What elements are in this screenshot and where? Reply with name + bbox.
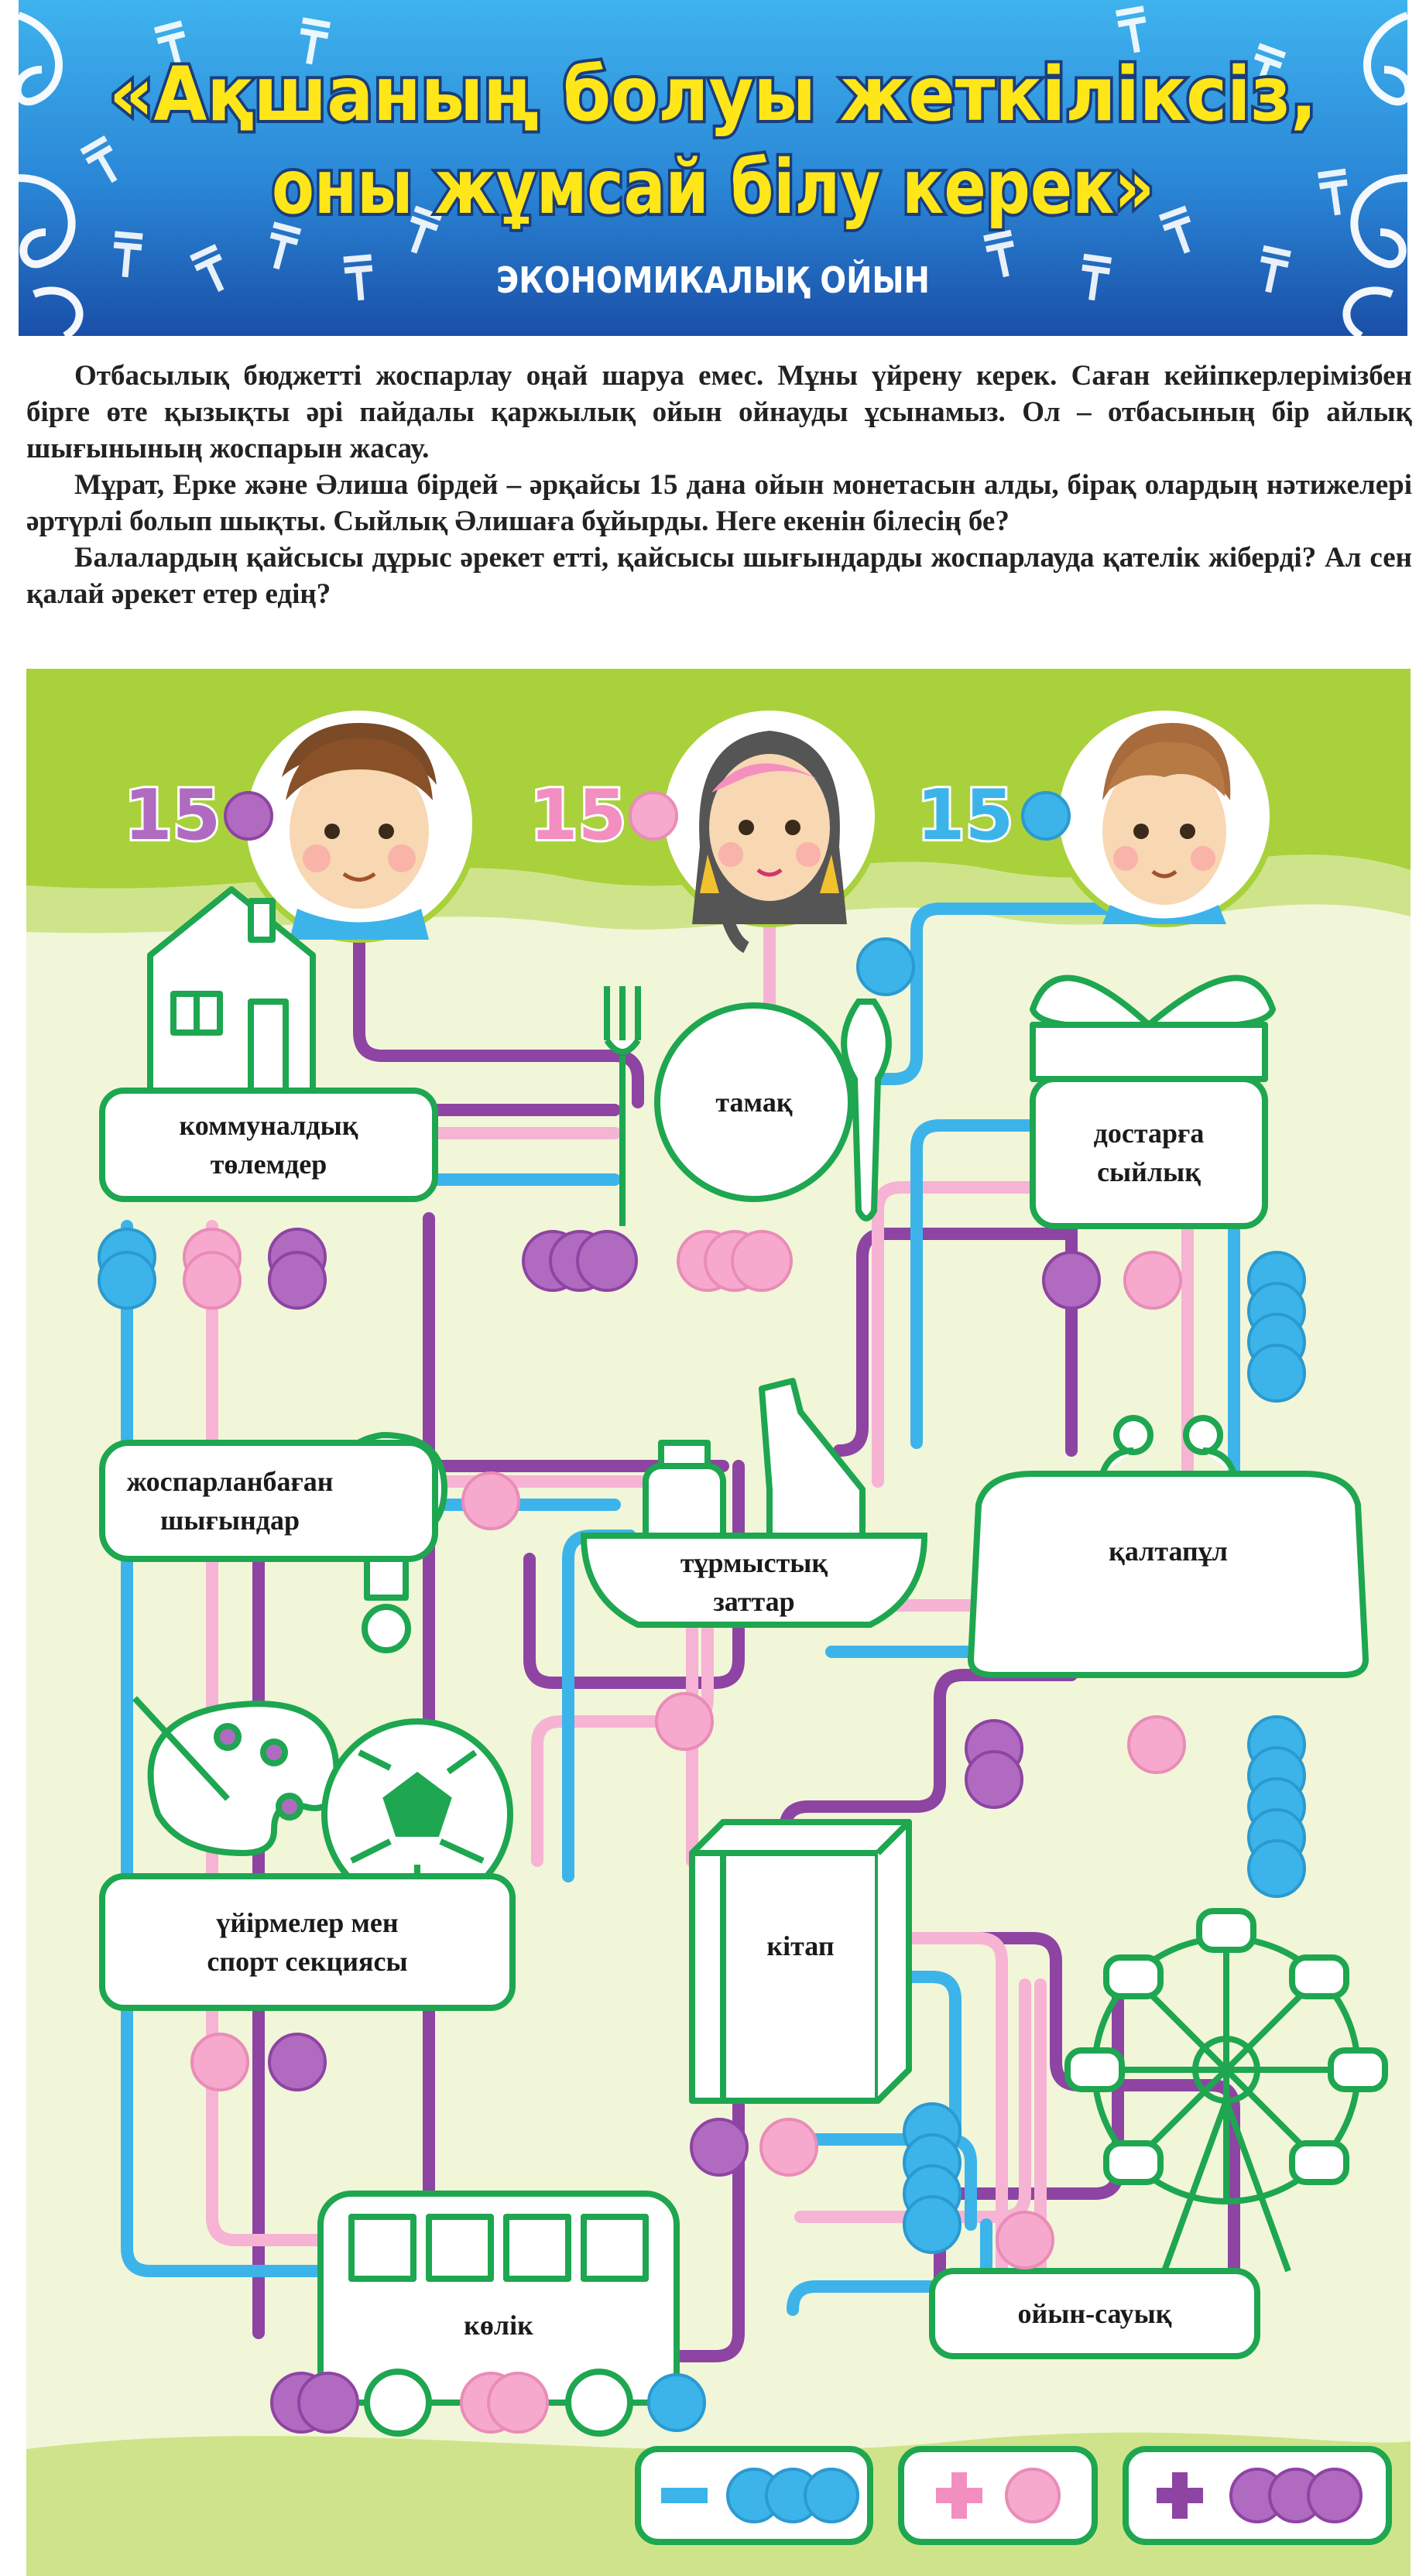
player-murat	[240, 704, 478, 943]
game-board: 15 15 15	[26, 669, 1411, 2576]
unplanned-box	[99, 1440, 438, 1562]
player-alisha	[1053, 704, 1276, 927]
player-erke	[658, 704, 881, 954]
label-fun: ойын-сауық	[1017, 2298, 1172, 2329]
ornament-left	[19, 12, 84, 336]
intro-paragraph-1: Отбасылық бюджетті жоспарлау оңай шаруа …	[26, 360, 1412, 464]
intro-paragraph-2: Мұрат, Ерке және Әлиша бірдей – әрқайсы …	[26, 469, 1412, 537]
utilities-box	[99, 1088, 438, 1202]
soccer-ball-icon	[321, 1718, 513, 1910]
board-graphics: 15 15 15	[26, 669, 1411, 2576]
gift-icon	[1030, 975, 1276, 1082]
player-erke-coins: 15	[530, 775, 626, 856]
palette-icon	[132, 1696, 340, 1857]
player-murat-coins: 15	[124, 775, 221, 856]
plate-icon	[604, 986, 892, 1226]
wallet-box	[967, 1471, 1369, 1678]
ferris-wheel-icon	[1064, 1908, 1388, 2273]
player-alisha-coins: 15	[917, 775, 1013, 856]
household-box	[580, 1533, 928, 1628]
result-box-minus	[635, 2446, 873, 2545]
result-box-plus-one	[898, 2446, 1098, 2545]
banner-title-line2: оны жұмсай білу керек»	[272, 144, 1154, 231]
label-food: тамақ	[715, 1087, 793, 1118]
coin-stacks	[98, 937, 1306, 2434]
label-wallet: қалтапұл	[1109, 1536, 1228, 1567]
label-book: кітап	[766, 1930, 835, 1961]
clubs-box	[99, 1873, 516, 2011]
title-banner: «Ақшаның болуы жеткіліксіз, оны жұмсай б…	[19, 0, 1407, 336]
label-transport: көлік	[464, 2310, 533, 2341]
house-icon	[147, 886, 316, 1094]
gift-box	[1030, 1076, 1268, 1229]
bus-icon	[317, 2191, 680, 2437]
wallet-clasp-icon	[1099, 1415, 1237, 1475]
fun-box	[929, 2268, 1260, 2359]
intro-paragraph-3: Балалардың қайсысы дұрыс әрекет етті, қа…	[26, 542, 1412, 610]
ornament-right	[1342, 12, 1407, 336]
intro-text: Отбасылық бюджетті жоспарлау оңай шаруа …	[26, 358, 1412, 612]
result-box-plus-three	[1123, 2446, 1392, 2545]
banner-title-line1: «Ақшаның болуы жеткіліксіз,	[109, 51, 1317, 138]
banner-subtitle: ЭКОНОМИКАЛЫҚ ОЙЫН	[496, 259, 930, 301]
book-icon	[689, 1819, 912, 2104]
